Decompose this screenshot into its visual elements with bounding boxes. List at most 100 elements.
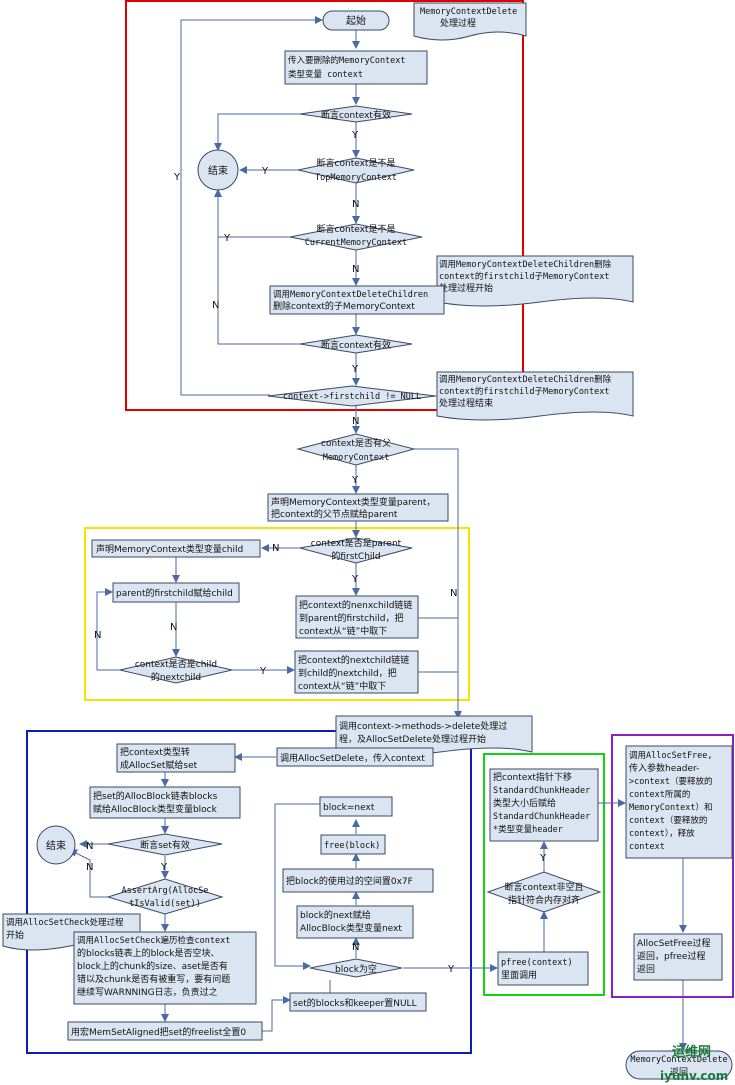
green-frame: [483, 753, 605, 996]
check-first-child-line1: context是否是parent: [311, 538, 402, 549]
allocset-free-return-line1: AllocSetFree过程: [637, 937, 711, 949]
call-allocset-free-line8: context: [629, 842, 665, 852]
check-firstchild-diamond: [267, 385, 437, 407]
header-ptr-box: [489, 768, 599, 842]
note-children-end-line1: 调用MemoryContextDeleteChildren删除: [439, 374, 612, 385]
label-y-8: Y: [259, 666, 267, 677]
note-children-end: [436, 371, 634, 421]
check-parent-line1: context是否有父: [321, 437, 391, 449]
header-ptr-line4: StandardChunkHeader: [493, 812, 590, 822]
call-allocset-free-line2: 传入参数header-: [629, 762, 699, 774]
call-allocset-free-line5: MemoryContext）和: [629, 802, 713, 813]
check-top-line1: 断言context是不是: [317, 157, 396, 169]
assert-arg-diamond: [106, 878, 224, 915]
note-children-start: [436, 255, 634, 307]
unlink-first-box: [295, 595, 419, 639]
label-n-5: N: [272, 543, 279, 554]
allocset-free-return-line2: 返回，pfree过程: [637, 950, 705, 962]
end-2-label: 结束: [46, 839, 66, 852]
cast-set-box: [116, 743, 236, 773]
cast-set-line2: 成AllocSet赋给set: [120, 759, 198, 771]
label-y-3: Y: [223, 233, 231, 244]
assert-valid-2-label: 断言context有效: [321, 339, 391, 351]
check-current-line2: CurrentMemoryContext: [305, 238, 407, 248]
check-next-diamond: [119, 656, 233, 684]
call-delete-children-line1: 调用MemoryContextDeleteChildren: [273, 290, 428, 300]
call-allocset-delete-label: 调用AllocSetDelete，传入context: [280, 752, 425, 764]
memset-freelist-box: [67, 1021, 263, 1041]
assign-blocks-line1: 把set的AllocBlock链表blocks: [93, 790, 218, 802]
assign-blocks-box: [89, 786, 241, 819]
label-n-6: N: [450, 588, 457, 599]
header-ptr-line2: StandardChunkHeader: [493, 786, 590, 796]
call-allocset-free-line1: 调用AllocSetFree,: [629, 751, 713, 761]
check-parent-line2: MemoryContext: [323, 453, 390, 463]
label-y-4: Y: [351, 364, 359, 375]
label-n-9: N: [86, 841, 93, 852]
free-block-box: [320, 834, 386, 855]
check-current-diamond: [289, 223, 423, 251]
yellow-frame: [84, 527, 470, 701]
check-first-child-diamond: [299, 537, 413, 564]
unlink-first-line3: context从“链”中取下: [299, 625, 387, 637]
declare-parent-line2: 把context的父节点赋给parent: [271, 508, 398, 520]
assert-valid-2-diamond: [299, 334, 413, 354]
label-n-2: N: [352, 264, 359, 275]
final-note-line2: 返回: [670, 1066, 688, 1078]
pass-param-line1: 传入要删除的MemoryContext: [288, 55, 406, 66]
declare-parent-line1: 声明MemoryContext类型变量parent，: [271, 496, 435, 508]
check-top-line2: TopMemoryContext: [315, 173, 397, 183]
label-n-4: N: [352, 416, 359, 427]
note-children-end-line3: 处理过程结束: [439, 397, 493, 409]
unlink-next-line3: context从“链”中取下: [298, 680, 386, 692]
assert-valid-1-label: 断言context有效: [321, 109, 391, 121]
unlink-next-line2: 到child的nextchild，把: [298, 667, 397, 679]
pass-param-line2: 类型变量 context: [288, 69, 363, 80]
call-methods-line1: 调用context->methods->delete处理过: [339, 720, 507, 732]
call-delete-children-box: [269, 285, 445, 315]
pfree-box: [497, 951, 589, 986]
assert-set-diamond: [107, 833, 223, 856]
blue-frame: [26, 730, 472, 1054]
note-children-start-line2: context的firstchild子MemoryContext: [439, 271, 610, 282]
cast-set-line1: 把context类型转: [120, 746, 190, 758]
call-allocset-free-line6: context（要释放的: [629, 815, 707, 826]
block-next-box: [319, 796, 393, 817]
check-block-null-diamond: [309, 958, 403, 978]
memset-freelist-label: 用宏MemSetAligned把set的freelist全置0: [71, 1026, 246, 1038]
label-n-10: N: [86, 862, 93, 873]
start-label: 起始: [346, 14, 366, 27]
label-y-5: Y: [173, 172, 181, 183]
label-y-1: Y: [351, 130, 359, 141]
assign-next-line1: block的next赋给: [300, 909, 371, 921]
call-check-line3: block上的chunk的size、aset是否有: [77, 960, 228, 972]
check-current-line1: 断言context是不是: [317, 223, 396, 235]
call-check-box: [73, 931, 257, 1005]
assert-arg-line2: tIsValid(set)): [129, 899, 201, 909]
header-ptr-line1: 把context指针下移: [493, 771, 572, 783]
check-next-line1: context是否是child: [135, 659, 217, 670]
label-n-1: N: [352, 199, 359, 210]
call-allocset-free-line4: context所属的: [629, 789, 690, 800]
connectors: [69, 16, 687, 1051]
check-block-null-label: block为空: [335, 963, 377, 975]
zero-block-box: [282, 868, 434, 893]
free-block-label: free(block): [324, 841, 380, 851]
unlink-first-line1: 把context的nenxchild链链: [299, 599, 412, 611]
pfree-line2: 里面调用: [501, 970, 537, 981]
header-ptr-line5: *类型变量header: [493, 824, 563, 835]
assert-align-line2: 指针符合内存对齐: [508, 894, 580, 906]
note-check-line2: 开始: [6, 929, 24, 941]
allocset-free-return-box: [633, 933, 723, 981]
assign-child-box: [112, 582, 240, 603]
check-next-line2: 的nextchild: [151, 671, 201, 683]
final-note: [625, 1050, 733, 1080]
pass-param-box: [284, 50, 428, 85]
title-note-line1: MemoryContextDelete: [420, 7, 517, 17]
watermark-line1: 运维网: [672, 1044, 711, 1060]
note-check-line1: 调用AllocSetCheck处理过程: [6, 917, 124, 928]
label-n-3: N: [212, 300, 219, 311]
check-firstchild-label: context->firstchild != NULL: [283, 392, 421, 402]
label-n-8: N: [94, 630, 101, 641]
label-y-11: Y: [539, 853, 547, 864]
